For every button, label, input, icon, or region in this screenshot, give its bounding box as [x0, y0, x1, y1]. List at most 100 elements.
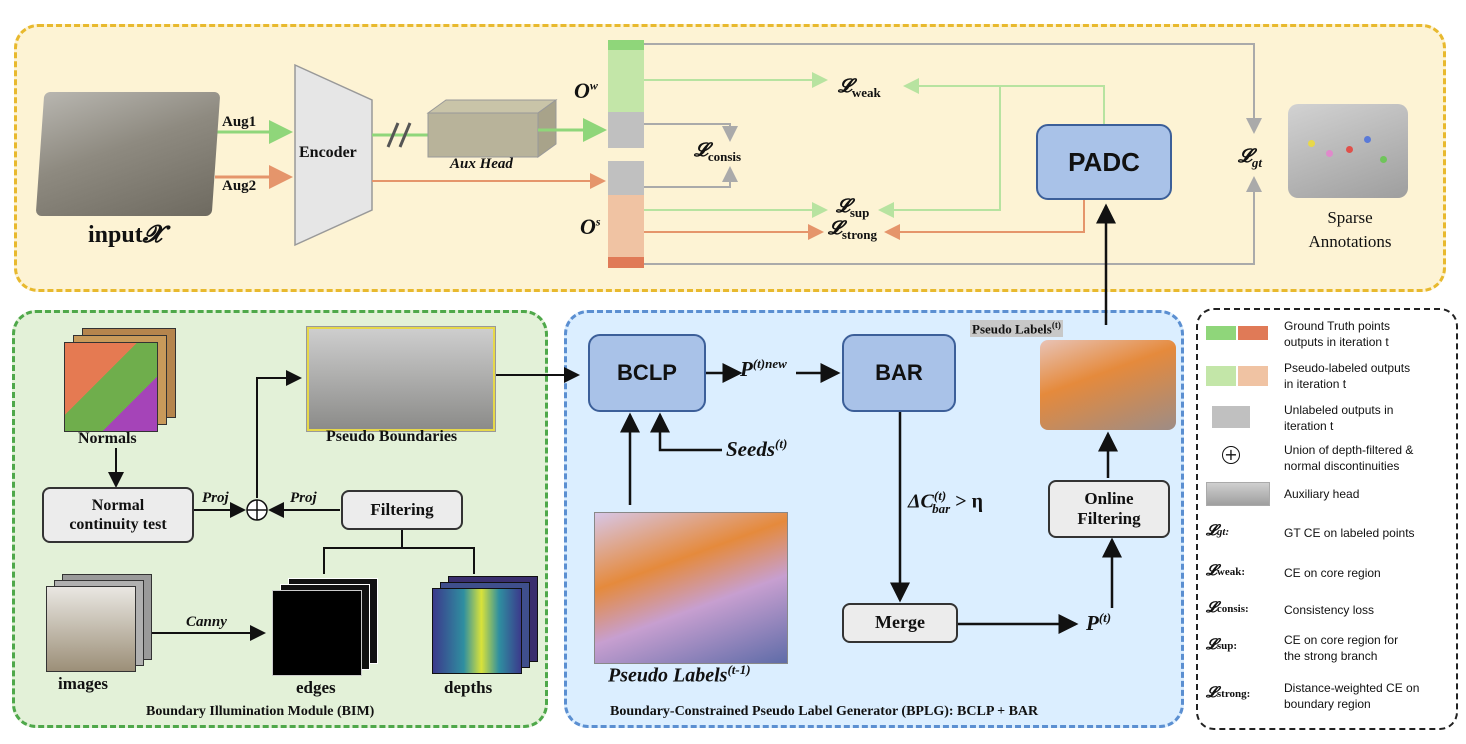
images-image — [46, 586, 136, 672]
pseudo-boundaries-image — [306, 326, 496, 432]
p-t-letter: P — [1086, 611, 1099, 635]
legend-union-icon: + — [1222, 446, 1240, 464]
loss-weak-sub: weak — [851, 84, 881, 100]
loss-symbol: 𝓛 — [836, 196, 850, 217]
legend-sym-strong-text: strong: — [1216, 688, 1251, 700]
seeds-label: Seeds(t) — [726, 436, 787, 462]
legend-item-aux-head: Auxiliary head — [1284, 487, 1360, 501]
loss-symbol: 𝓛 — [828, 218, 842, 239]
legend-sym-gt-text: gt: — [1216, 526, 1230, 538]
canny-label: Canny — [186, 614, 227, 630]
annotation-dot-pink — [1326, 150, 1333, 157]
normals-label: Normals — [78, 430, 137, 447]
annotation-dot-yellow — [1308, 140, 1315, 147]
legend-sym-consis-text: consis: — [1216, 603, 1249, 615]
loss-sup-sub: sup — [849, 204, 870, 220]
delta-c-label: ΔC(t)bar > η — [908, 488, 983, 517]
online-filtering-block: Online Filtering — [1048, 480, 1170, 538]
legend-loss-symbol: 𝓛 — [1206, 600, 1217, 616]
p-new-sup: (t)new — [752, 356, 787, 371]
legend-swatch-light-green — [1206, 366, 1236, 386]
normals-image — [64, 342, 158, 432]
legend-item-gt-ce: GT CE on labeled points — [1284, 526, 1415, 540]
sparse-annotations-label: Sparse Annotations — [1308, 208, 1392, 251]
legend-item-unlabeled: Unlabeled outputs in iteration t — [1284, 403, 1394, 434]
loss-symbol: 𝓛 — [694, 140, 708, 161]
aug1-label: Aug1 — [222, 114, 257, 130]
legend-swatch-gray — [1212, 406, 1250, 428]
o-w-letter: O — [574, 78, 590, 103]
p-t-label: P(t) — [1086, 610, 1111, 636]
edges-image — [272, 590, 362, 676]
depths-image — [432, 588, 522, 674]
input-point-cloud-image — [35, 92, 221, 216]
legend-loss-symbol: 𝓛 — [1206, 563, 1217, 579]
loss-symbol: 𝓛 — [1238, 146, 1252, 167]
legend-item-weak: CE on core region — [1284, 566, 1381, 580]
padc-block: PADC — [1036, 124, 1172, 200]
legend-sym-weak-text: weak: — [1216, 566, 1246, 578]
annotation-dot-red — [1346, 146, 1353, 153]
legend-sym-weak: 𝓛weak: — [1206, 562, 1245, 580]
o-w-sup: w — [589, 78, 598, 93]
delta-c-rhs: > η — [950, 490, 983, 513]
normal-continuity-test-block: Normal continuity test — [42, 487, 194, 543]
o-s-letter: O — [580, 214, 596, 239]
bplg-caption: Boundary-Constrained Pseudo Label Genera… — [610, 704, 1039, 719]
legend-item-sup: CE on core region for the strong branch — [1284, 633, 1399, 664]
loss-gt-sub: gt — [1251, 154, 1262, 170]
pseudo-boundaries-label: Pseudo Boundaries — [326, 428, 458, 445]
pseudo-labels-t-image — [1040, 340, 1176, 430]
legend-item-consis: Consistency loss — [1284, 603, 1375, 617]
loss-sup-label: 𝓛sup — [836, 196, 869, 221]
loss-consis-sub: consis — [707, 148, 742, 164]
delta-c-text: ΔC — [908, 490, 934, 513]
encoder-shape — [294, 63, 373, 247]
o-s-sup: s — [595, 214, 601, 229]
pseudo-prev-sup: (t-1) — [727, 662, 751, 677]
seeds-sup: (t) — [775, 436, 788, 451]
loss-symbol: 𝓛 — [838, 76, 852, 97]
bar-block: BAR — [842, 334, 956, 412]
loss-strong-sub: strong — [841, 226, 877, 242]
bim-caption: Boundary Illumination Module (BIM) — [146, 704, 375, 719]
aux-head-label: Aux Head — [450, 156, 513, 172]
legend-sym-strong: 𝓛strong: — [1206, 684, 1250, 702]
loss-consis-label: 𝓛consis — [694, 140, 741, 165]
legend-item-union: Union of depth-filtered & normal discont… — [1284, 443, 1414, 474]
legend-sym-sup-text: sup: — [1216, 640, 1238, 652]
proj-left-label: Proj — [202, 490, 229, 506]
legend-loss-symbol: 𝓛 — [1206, 523, 1217, 539]
p-new-label: P(t)new — [740, 356, 787, 382]
annotation-dot-blue — [1364, 136, 1371, 143]
o-s-label: Os — [580, 214, 601, 240]
aug2-label: Aug2 — [222, 178, 257, 194]
pseudo-labels-t-sup: (t) — [1051, 320, 1061, 330]
delta-c-sup: (t) — [933, 488, 947, 503]
delta-c-sub: bar — [932, 500, 951, 516]
bclp-block: BCLP — [588, 334, 706, 412]
loss-weak-label: 𝓛weak — [838, 76, 881, 101]
merge-block: Merge — [842, 603, 958, 643]
proj-right-label: Proj — [290, 490, 317, 506]
p-new-letter: P — [740, 357, 753, 381]
seeds-text: Seeds — [726, 437, 775, 461]
loss-gt-label: 𝓛gt — [1238, 146, 1262, 171]
pseudo-labels-prev-image — [594, 512, 788, 664]
legend-sym-sup: 𝓛sup: — [1206, 636, 1237, 654]
legend-swatch-orange — [1238, 326, 1268, 340]
encoder-label: Encoder — [299, 144, 357, 161]
pseudo-labels-t-label: Pseudo Labels(t) — [970, 320, 1063, 338]
legend-item-pseudo-labeled: Pseudo-labeled outputs in iteration t — [1284, 361, 1411, 392]
pseudo-labels-prev-label: Pseudo Labels(t-1) — [608, 662, 751, 688]
p-t-sup: (t) — [1098, 610, 1112, 625]
legend-sym-consis: 𝓛consis: — [1206, 599, 1249, 617]
pseudo-labels-t-text: Pseudo Labels — [972, 321, 1052, 337]
legend-loss-symbol: 𝓛 — [1206, 637, 1217, 653]
legend-aux-head-icon — [1206, 482, 1270, 506]
legend-item-strong: Distance-weighted CE on boundary region — [1284, 681, 1420, 712]
o-w-label: Ow — [574, 78, 598, 104]
annotation-dot-green — [1380, 156, 1387, 163]
legend-swatch-green — [1206, 326, 1236, 340]
